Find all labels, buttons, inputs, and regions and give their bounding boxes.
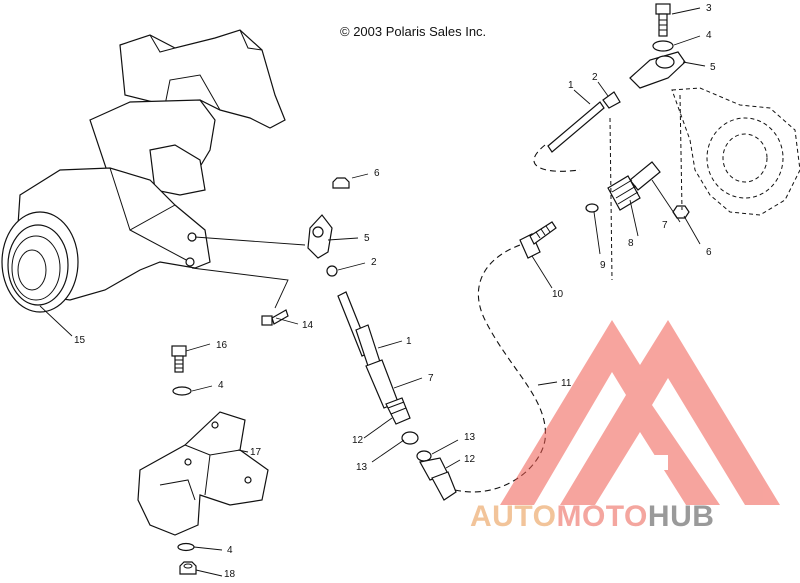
clip-part-9 [585,203,599,213]
callout-1: 1 [406,336,412,347]
fitting-part-12-right [419,457,457,501]
nut-part-2-center [326,265,338,277]
leader-housing-lower [191,267,289,309]
rod-end-part-5-center [307,214,333,259]
nut-part-2-upper [602,91,621,109]
callout-18: 18 [224,569,236,578]
callout-1: 1 [568,80,574,91]
copyright-notice: © 2003 Polaris Sales Inc. [340,24,487,39]
callout-2: 2 [371,257,377,268]
nut-part-18 [179,561,197,575]
callout-11: 11 [561,378,572,389]
washer-part-13-right [416,450,432,462]
callout-16: 16 [216,340,228,351]
engine-outline-dashed [609,87,800,281]
bolt-part-16 [171,345,187,373]
adjuster-part-10 [519,221,557,259]
automotohub-logo-icon [500,320,780,505]
watermark-word-auto: AUTO [470,500,557,533]
washer-part-4-left [172,386,192,396]
callout-9: 9 [600,260,606,271]
callout-13: 13 [356,462,368,473]
watermark-word-hub: HUB [647,500,715,533]
nut-part-6-right [672,205,690,219]
callout-15: 15 [74,335,86,346]
callout-6: 6 [374,168,380,179]
callout-6: 6 [706,247,712,258]
callout-12: 12 [464,454,476,465]
callout-7: 7 [428,373,434,384]
cable-part-11-dashed [454,244,546,493]
boot-part-8 [607,175,641,211]
callout-5: 5 [710,62,716,73]
cable-part-11-upper [533,144,581,172]
washer-part-13-center [401,431,419,445]
callout-8: 8 [628,238,634,249]
cable-part-1-upper [547,101,605,153]
transmission-housing-part [1,29,286,313]
callout-5: 5 [364,233,370,244]
bolt-part-14 [261,309,289,326]
callout-2: 2 [592,72,598,83]
callout-7: 7 [662,220,668,231]
watermark-text: AUTOMOTOHUB [470,500,714,534]
callout-4: 4 [227,545,233,556]
callout-14: 14 [302,320,314,331]
rod-end-part-5-upper [629,51,686,89]
bracket-part-17 [137,411,269,536]
callout-13: 13 [464,432,476,443]
washer-part-4-bottom [177,542,195,552]
nut-part-6-center [332,177,350,189]
bolt-part-3 [655,3,671,37]
callout-4: 4 [706,30,712,41]
callout-10: 10 [552,289,564,300]
watermark-word-moto: MOTO [556,500,648,533]
cable-part-1-center [337,291,399,409]
callout-12: 12 [352,435,364,446]
fitting-part-12-center [385,397,411,425]
callout-4: 4 [218,380,224,391]
callout-3: 3 [706,3,712,14]
callout-17: 17 [250,447,262,458]
washer-part-4-upper [652,40,674,52]
leader-housing-upper [194,236,306,246]
